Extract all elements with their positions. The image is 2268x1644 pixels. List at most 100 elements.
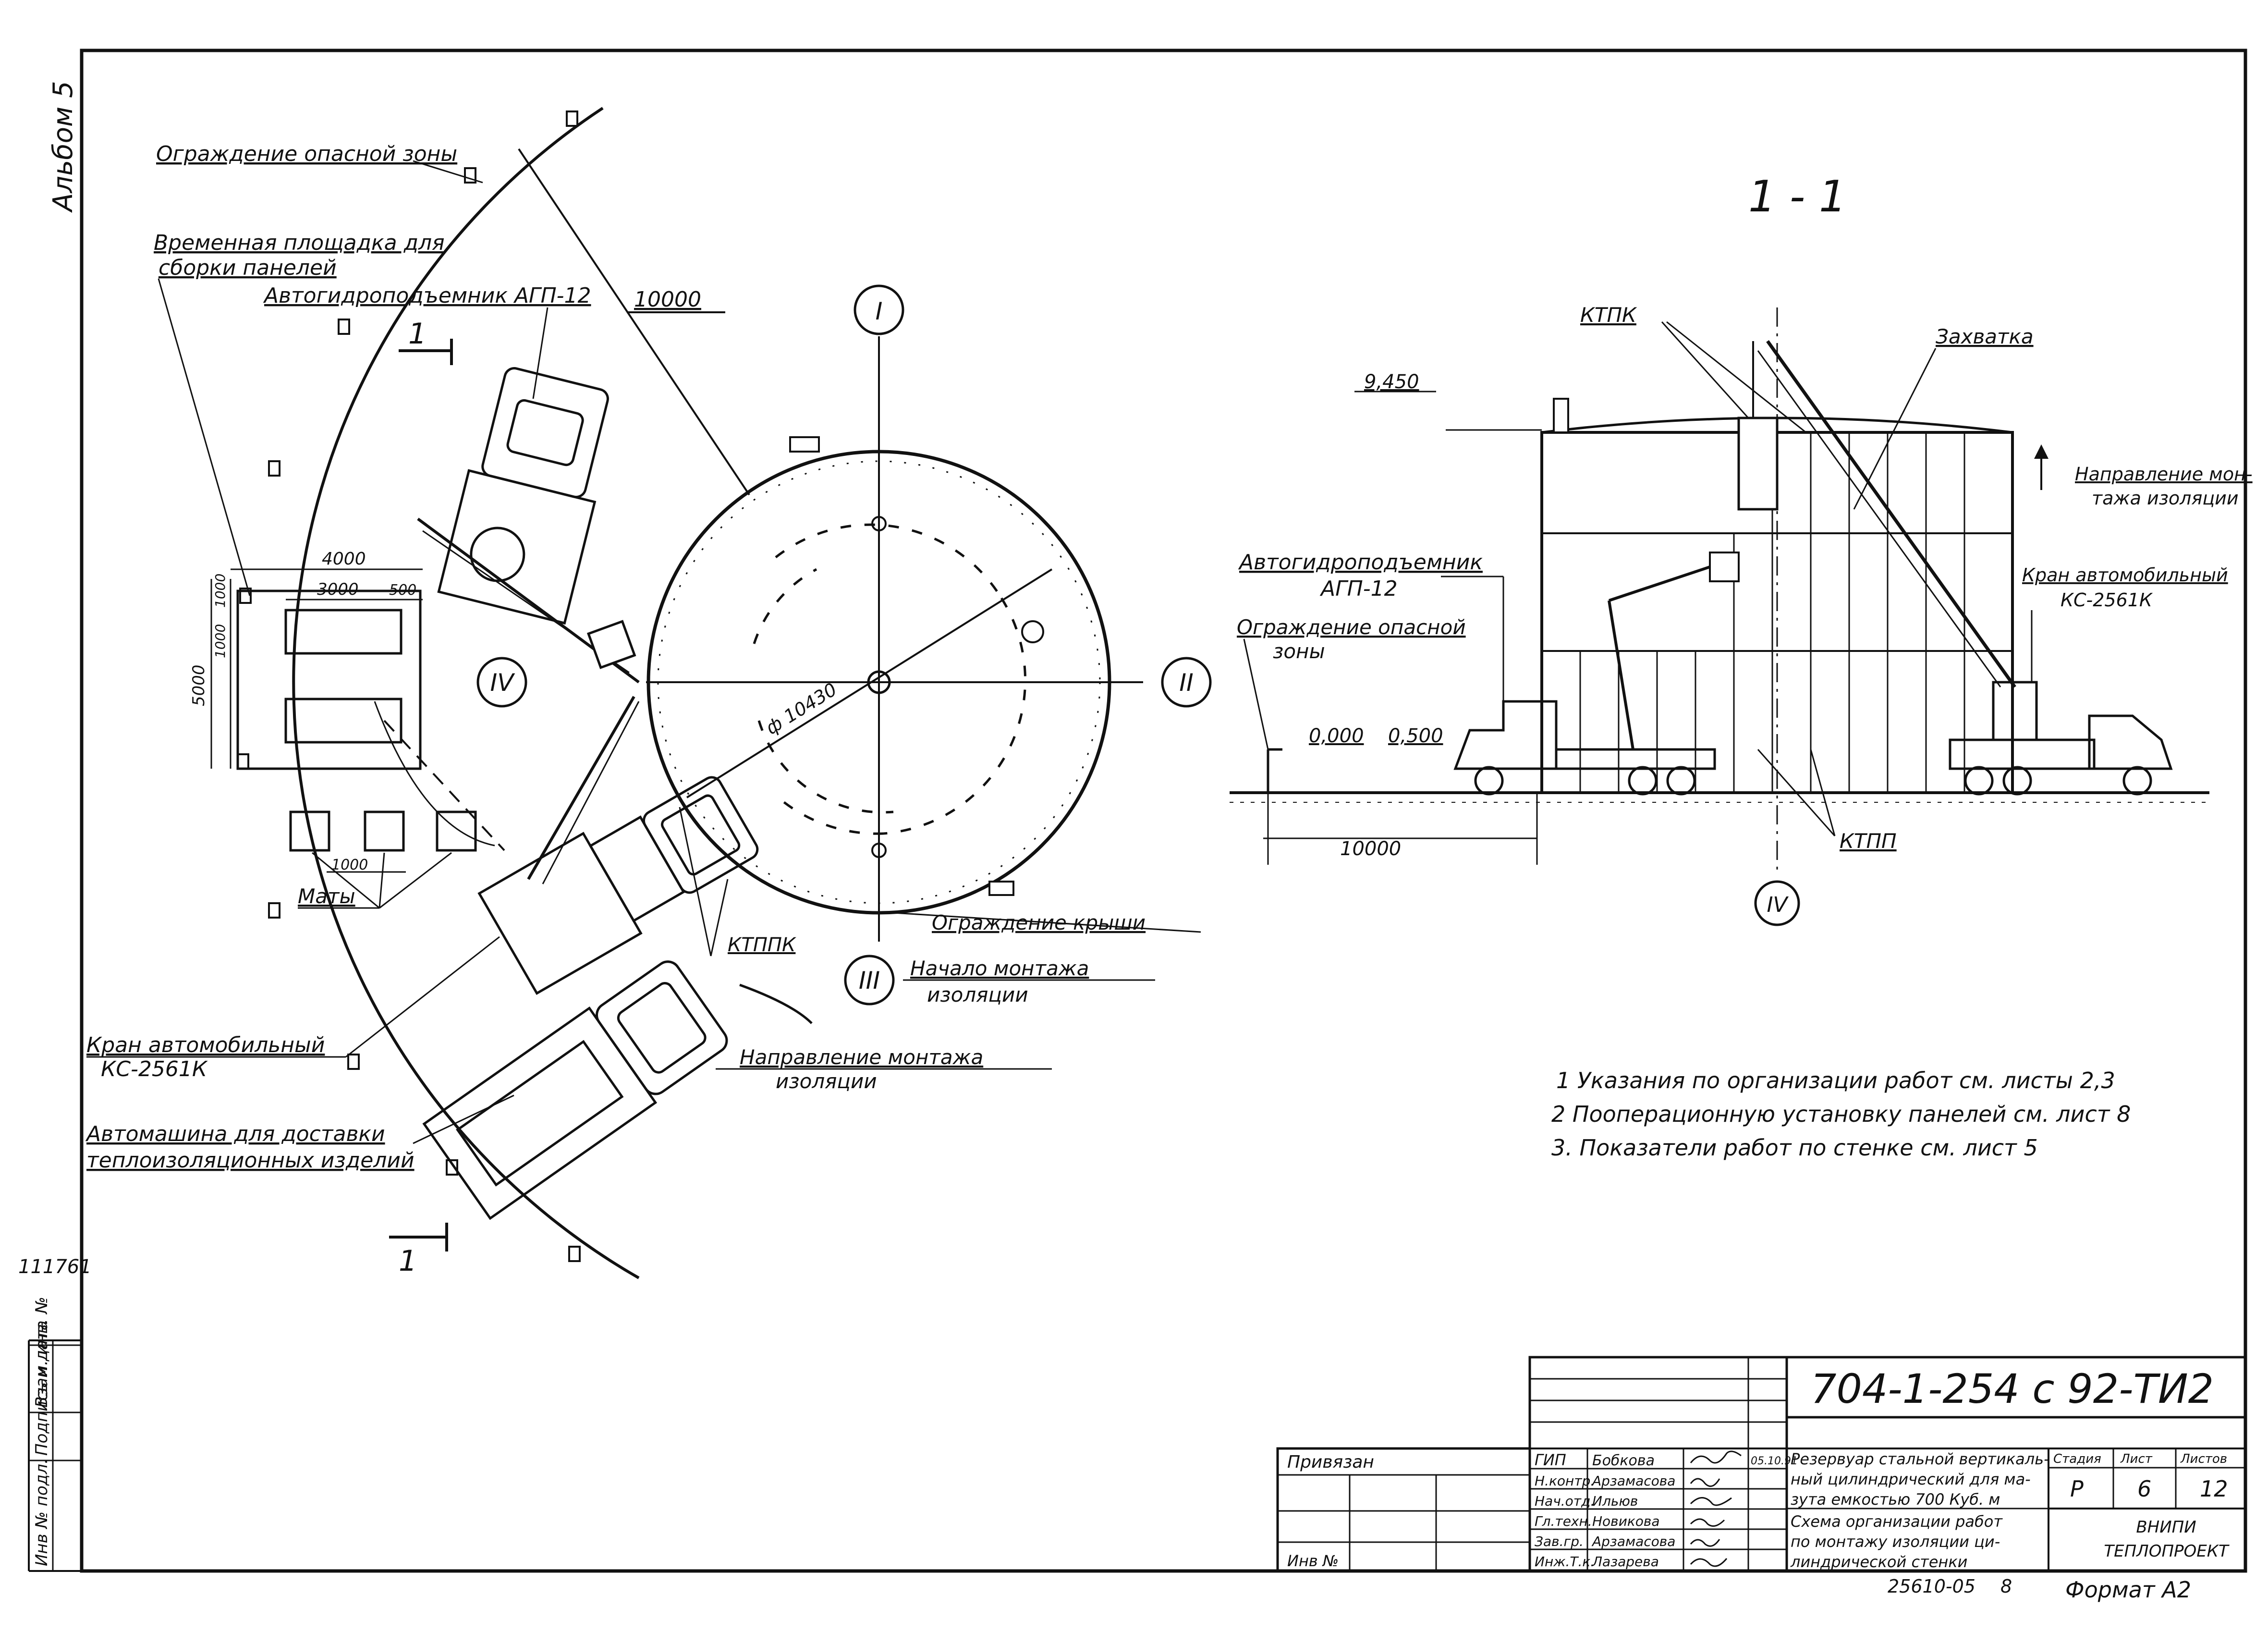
- roof-dashed-arc: [883, 597, 1026, 835]
- section-axis-label: IV: [1767, 893, 1789, 917]
- section-crane-label-2: КС-2561К: [2061, 589, 2153, 611]
- site-inner: 3000: [317, 580, 359, 599]
- note-3: 3. Показатели работ по стенке см. лист 5: [1551, 1135, 2038, 1161]
- name-3: Ильюв: [1592, 1493, 1638, 1509]
- lift-basket-section: [1709, 552, 1740, 582]
- mats-leader: [378, 852, 385, 908]
- mat: [436, 810, 477, 852]
- temp-site-label-2: сборки панелей: [159, 256, 337, 280]
- crane-label-2: КС-2561К: [101, 1057, 208, 1081]
- level-top: 9,450: [1364, 371, 1419, 393]
- nozzle-symbol: [871, 516, 887, 531]
- crane-boom: [527, 696, 635, 880]
- crane-boom: [542, 701, 640, 884]
- crane-boom-section: [1766, 340, 2016, 688]
- roof-hatch: [988, 881, 1014, 896]
- ktpk-leader: [1661, 321, 1749, 419]
- nozzle-symbol: [1021, 620, 1044, 643]
- signature: [1690, 1539, 1720, 1547]
- roof-fence-leader: [893, 912, 1201, 933]
- staff-rows: [1530, 1468, 1787, 1550]
- name-6: Лазарева: [1592, 1554, 1659, 1570]
- dir-label-2: тажа изоляции: [2092, 488, 2239, 509]
- name-2: Арзамасова: [1591, 1473, 1675, 1489]
- assembly-site: [236, 589, 422, 770]
- org-1: ВНИПИ: [2136, 1518, 2196, 1537]
- hazard-fence-arc: [292, 107, 640, 1279]
- role-4: Гл.техн.: [1535, 1513, 1592, 1529]
- roof-dashed-arc: [775, 523, 1003, 599]
- axis-bubble-bottom: [844, 955, 895, 1006]
- start-label-2: изоляции: [927, 983, 1028, 1006]
- sheet-value: 6: [2137, 1476, 2151, 1502]
- role-6: Инж.Т.к.: [1535, 1554, 1595, 1570]
- direction-arc: [739, 983, 813, 1024]
- ktppk-leader: [710, 879, 729, 957]
- truck-label-2: теплоизоляционных изделий: [86, 1148, 415, 1173]
- site-v2: 1000: [212, 574, 228, 608]
- level-ground: 0,500: [1388, 725, 1443, 747]
- title-line-4: Схема организации работ: [1791, 1512, 2003, 1531]
- side-stamp-inv: Инв № подл.: [32, 1459, 51, 1566]
- title-line-2: ный цилиндрический для ма-: [1791, 1470, 2031, 1488]
- signature: [1690, 1518, 1725, 1527]
- side-stamp-replace: Взам. инв. №: [32, 1297, 51, 1408]
- section-fence-leader: [1243, 638, 1269, 750]
- ktpp-leader: [1757, 749, 1836, 836]
- sheets-header: Листов: [2180, 1452, 2227, 1466]
- doc-number: 704-1-254 с 92-ТИ2: [1811, 1365, 2214, 1412]
- mat-gap: 1000: [331, 857, 368, 873]
- name-5: Арзамасова: [1591, 1534, 1675, 1549]
- direction-label-1: Направление монтажа: [740, 1045, 983, 1069]
- role-5: Зав.гр.: [1535, 1534, 1584, 1549]
- note-2: 2 Пооперационную установку панелей см. л…: [1551, 1101, 2131, 1127]
- distance-dim: 10000: [1340, 838, 1401, 860]
- axis-label-top: I: [876, 297, 883, 325]
- grip-leader: [1853, 348, 1937, 510]
- axis-label-left: IV: [490, 669, 516, 697]
- axis-bubble-top: [854, 284, 904, 335]
- temp-site-leader: [158, 278, 251, 596]
- axis-bubble-left: [476, 657, 527, 708]
- mats-leader: [312, 852, 380, 909]
- fence-leader: [413, 160, 483, 184]
- signature: [1690, 1478, 1720, 1487]
- lift-leader: [532, 307, 549, 399]
- signature: [1690, 1558, 1728, 1567]
- role-2: Н.контр.: [1535, 1473, 1595, 1489]
- name-4: Новикова: [1592, 1513, 1660, 1529]
- radius-dim-line: [518, 148, 750, 496]
- fence-label: Ограждение опасной зоны: [156, 142, 457, 166]
- section-fence-label-1: Ограждение опасной: [1237, 615, 1466, 639]
- mats-label: Маты: [298, 884, 355, 908]
- bottom-code: 25610-05: [1888, 1576, 1975, 1597]
- crane-boom-section: [1757, 350, 2001, 687]
- signature: [1690, 1450, 1742, 1464]
- crane-plan: [477, 776, 759, 995]
- signature: [1690, 1497, 1732, 1506]
- roof-hatch: [789, 436, 820, 453]
- title-line-5: по монтажу изоляции ци-: [1791, 1533, 2000, 1551]
- section-mark-bottom: 1: [399, 1244, 417, 1278]
- sheets-value: 12: [2200, 1476, 2228, 1502]
- assembly-panel: [284, 698, 402, 744]
- sheet-header: Лист: [2120, 1452, 2153, 1466]
- lift-truck-plan: [437, 367, 609, 625]
- album-label: Альбом 5: [48, 81, 79, 213]
- ktpk-leader: [1666, 321, 1806, 433]
- roof-fence-label: Ограждение крыши: [932, 911, 1146, 934]
- stage-header: Стадия: [2053, 1452, 2101, 1466]
- mat: [364, 810, 405, 852]
- crane-section: [1949, 681, 2173, 796]
- mats-leader: [379, 852, 452, 909]
- stage-value: Р: [2070, 1476, 2084, 1502]
- site-height: 5000: [189, 664, 208, 706]
- section-mark-top: 1: [408, 317, 427, 351]
- sheet-format: Формат А2: [2065, 1577, 2191, 1603]
- inv-label: Инв №: [1287, 1552, 1339, 1570]
- lifted-panel: [1737, 417, 1779, 511]
- axis-label-right: II: [1179, 669, 1194, 697]
- roof-dashed-arc: [757, 720, 894, 814]
- assembly-panel: [284, 609, 402, 655]
- radius-dim: 10000: [634, 287, 701, 312]
